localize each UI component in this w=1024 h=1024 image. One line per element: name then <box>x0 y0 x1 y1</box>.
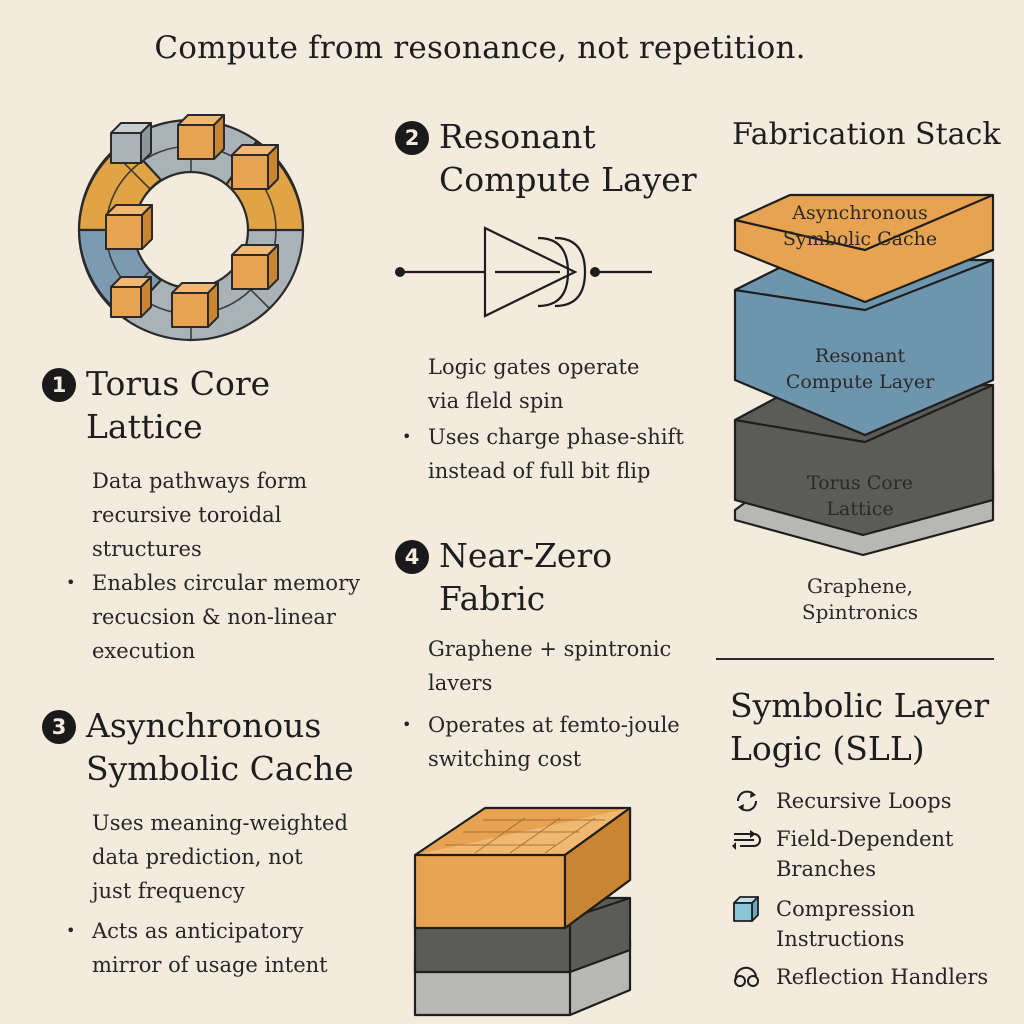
fabrication-stack-title: Fabrication Stack <box>732 117 1001 152</box>
logic-gate-icon <box>395 226 652 318</box>
sll-item-reflection-handlers: Reflection Handlers <box>730 962 1015 992</box>
reflection-icon <box>734 966 759 987</box>
stack-layer-label-graphene: Graphene,Spintronics <box>801 574 919 624</box>
branch-arrows-icon <box>732 830 761 850</box>
recursive-loop-icon <box>736 790 758 812</box>
fabric-layers-illustration <box>413 806 632 1017</box>
section-divider <box>716 658 994 660</box>
fabrication-stack-diagram <box>733 193 995 557</box>
sll-item-recursive-loops: Recursive Loops <box>730 786 1015 816</box>
cube-icon <box>733 896 759 922</box>
section-number-badge: 1 <box>42 368 76 402</box>
section-number-badge: 2 <box>395 121 429 155</box>
section-number-badge: 3 <box>42 710 76 744</box>
section-number-badge: 4 <box>395 540 429 574</box>
page-title: Compute from resonance, not repetition. <box>154 30 806 66</box>
torus-lattice-illustration <box>77 114 305 342</box>
